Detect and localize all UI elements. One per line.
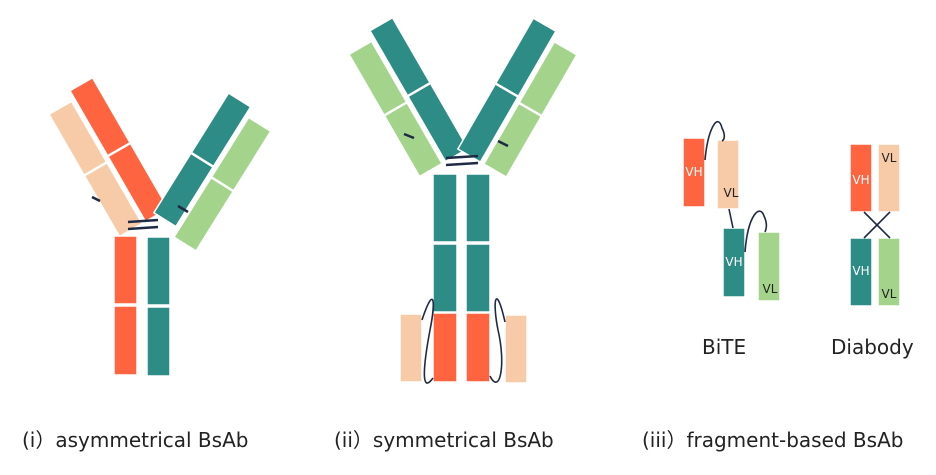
- diabody-label: Diabody: [831, 335, 914, 359]
- hinge-bonds: [403, 132, 509, 167]
- diabody-domain-label-3: VH: [852, 264, 869, 278]
- connector-line: [421, 298, 435, 384]
- heavy-chain-segment-lower: [406, 82, 470, 163]
- connector-line: [728, 208, 734, 229]
- fc-right-upper: [465, 173, 491, 243]
- caption-asymmetrical: (i）asymmetrical BsAb: [22, 428, 249, 452]
- bite-vl-peach: [716, 139, 740, 210]
- connector-line: [863, 211, 891, 239]
- fc-left-upper: [432, 173, 458, 243]
- connector-line: [489, 298, 506, 383]
- bite-vh-orange: [682, 137, 706, 208]
- fc-teal-lower: [146, 306, 171, 377]
- light-chain-segment-lower: [383, 101, 444, 178]
- linkers: [421, 298, 506, 384]
- caption-fragment-based: (iii）fragment-based BsAb: [642, 428, 904, 452]
- right-arm: [456, 17, 578, 179]
- connector-line: [177, 204, 189, 214]
- heavy-chain-segment-lower: [152, 152, 215, 228]
- diabody-domain-label-1: VH: [852, 173, 869, 187]
- connector-line: [497, 139, 509, 148]
- light-chain-segment-upper: [210, 116, 272, 192]
- bite-domain-label-3: VH: [725, 255, 742, 269]
- connector-line: [127, 218, 159, 224]
- caption-symmetrical: (ii）symmetrical BsAb: [334, 428, 554, 452]
- heavy-chain-segment-upper: [368, 16, 432, 97]
- bite-linkers: [704, 121, 768, 253]
- fc-left-middle: [432, 243, 458, 313]
- bite-label: BiTE: [702, 335, 747, 359]
- diabody-domain-label-2: VL: [882, 151, 897, 165]
- heavy-chain-segment-upper: [68, 76, 132, 157]
- light-chain-segment-upper: [47, 100, 108, 177]
- connector-line: [445, 161, 479, 167]
- hinge-bonds: [91, 195, 189, 231]
- bite-domain-label-2: VL: [724, 186, 739, 200]
- appended-peach-right: [504, 314, 528, 384]
- bite-domain-label-1: VH: [685, 165, 702, 179]
- bite-construct: VH VL VH VL: [682, 121, 781, 302]
- light-chain-segment-lower: [172, 176, 235, 252]
- left-arm: [47, 76, 170, 238]
- fc-right-orange: [465, 312, 491, 383]
- light-chain-segment-lower: [482, 102, 543, 179]
- heavy-chain-segment-upper: [190, 92, 252, 168]
- appended-peach-left: [399, 313, 423, 383]
- fc-stems: [113, 235, 171, 377]
- symmetrical-bsab: [347, 16, 578, 384]
- connector-line: [445, 154, 479, 160]
- bite-vl-green: [757, 231, 781, 302]
- fc-teal-upper: [146, 236, 171, 306]
- light-chain-segment-upper: [347, 40, 408, 117]
- connector-line: [744, 210, 768, 253]
- light-chain-segment-upper: [518, 40, 578, 117]
- bite-domain-label-4: VL: [763, 282, 778, 296]
- diabody-domain-label-4: VL: [882, 287, 897, 301]
- fc-stems: [432, 173, 491, 383]
- diabody-linkers: [863, 211, 891, 239]
- fc-right-middle: [465, 243, 491, 313]
- fc-orange-upper: [113, 235, 138, 305]
- right-arm: [152, 92, 272, 252]
- left-arm: [347, 16, 470, 178]
- connector-line: [127, 225, 159, 231]
- diabody-vh-orange: [849, 143, 873, 213]
- fc-left-orange: [432, 312, 458, 383]
- diabody-construct: VH VL VH VL: [849, 143, 901, 307]
- appended-domains: [399, 313, 528, 384]
- bite-vh-teal: [722, 227, 746, 298]
- connector-line: [91, 195, 101, 203]
- asymmetrical-bsab: [47, 76, 272, 377]
- fc-orange-lower: [113, 305, 138, 376]
- connector-line: [403, 132, 415, 140]
- connector-line: [704, 121, 726, 161]
- heavy-chain-segment-upper: [494, 17, 557, 98]
- diabody-vh-teal: [849, 237, 873, 307]
